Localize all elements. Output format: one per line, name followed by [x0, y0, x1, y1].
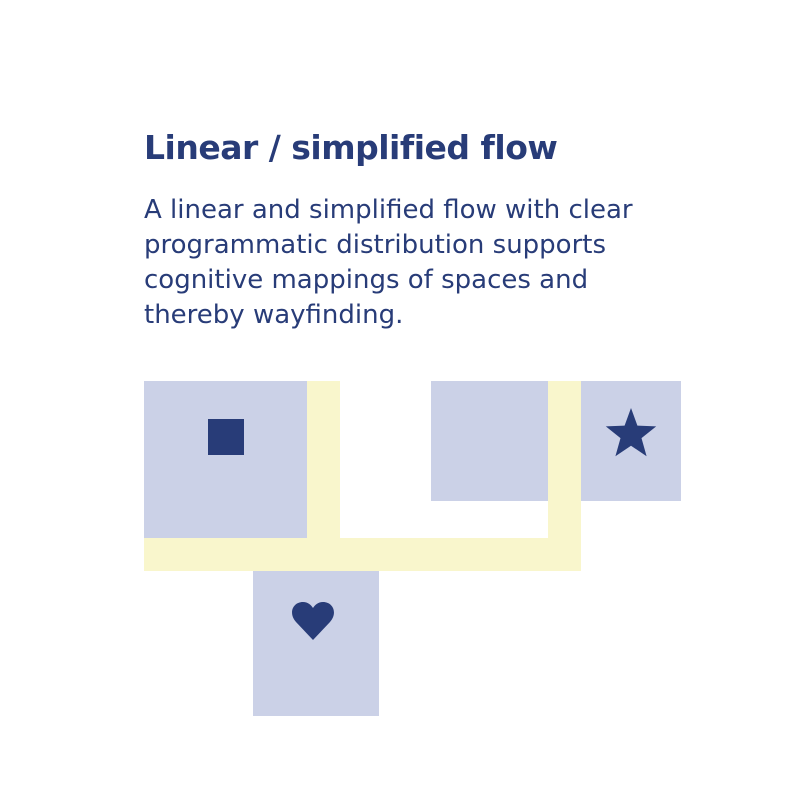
corridor-right-vertical — [548, 381, 581, 541]
square-room — [144, 381, 307, 538]
plain-room — [431, 381, 548, 501]
heart-icon — [292, 602, 334, 640]
heart-room — [253, 571, 379, 716]
corridor-horizontal — [144, 538, 581, 571]
square-icon — [208, 419, 244, 455]
corridor-left-vertical — [307, 381, 340, 541]
star-icon — [605, 408, 657, 457]
description: A linear and simplified flow with clear … — [144, 195, 633, 330]
heading: Linear / simplified flow — [144, 128, 558, 167]
